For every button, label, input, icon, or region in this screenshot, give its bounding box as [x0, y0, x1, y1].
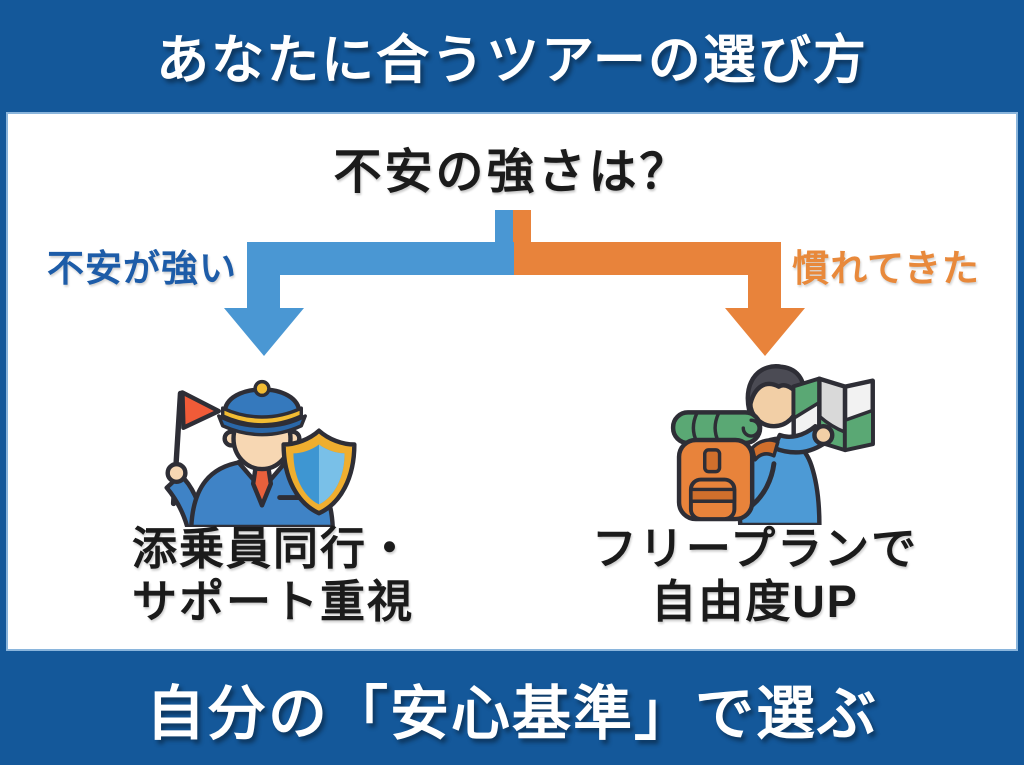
branch-label-anxious: 不安が強い	[47, 248, 237, 289]
tour-conductor-icon	[152, 360, 372, 527]
connector-stem-blue	[495, 210, 513, 244]
backpacker-map-icon	[652, 357, 882, 525]
connector-bar-left	[247, 242, 514, 275]
outcome-caption-free-plan: フリープランで 自由度UP	[530, 522, 980, 628]
branch-label-accustomed: 慣れてきた	[792, 248, 980, 289]
down-arrow-icon-right	[725, 308, 805, 356]
caption-line: 自由度UP	[651, 576, 859, 627]
arrow-shaft-right	[748, 242, 781, 309]
arrow-shaft-left	[247, 242, 280, 309]
connector-bar-right	[514, 242, 781, 275]
down-arrow-icon-left	[224, 308, 304, 356]
conclusion-title: 自分の「安心基準」で選ぶ	[145, 680, 878, 747]
outcome-caption-guided: 添乗員同行・ サポート重視	[48, 522, 498, 628]
bottom-banner: 自分の「安心基準」で選ぶ	[0, 651, 1024, 765]
page-title: あなたに合うツアーの選び方	[156, 31, 868, 90]
top-banner: あなたに合うツアーの選び方	[0, 0, 1024, 112]
decision-panel: 不安の強さは？ 不安が強い 慣れてきた	[6, 112, 1018, 651]
caption-line: サポート重視	[131, 576, 414, 627]
connector-stem-orange	[513, 210, 531, 244]
caption-line: 添乗員同行・	[131, 523, 414, 574]
decision-question: 不安の強さは？	[333, 146, 691, 199]
caption-line: フリープランで	[591, 523, 919, 574]
